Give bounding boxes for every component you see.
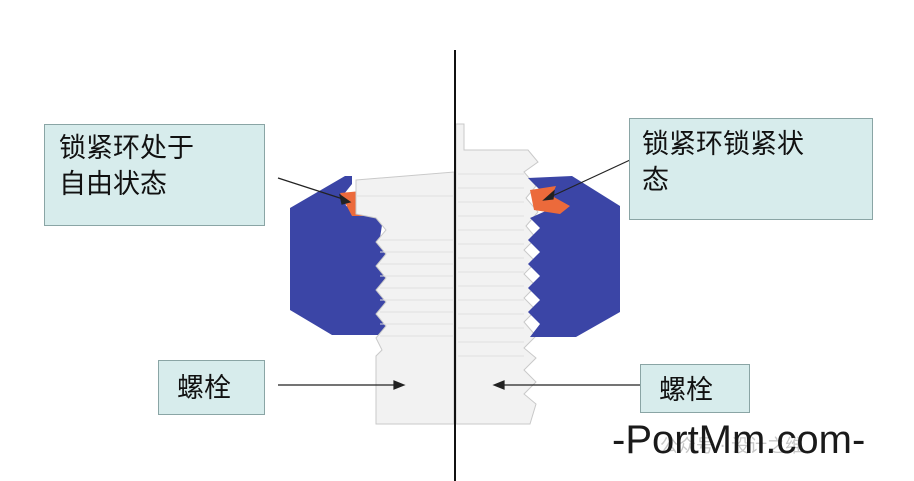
callout-free-state: 锁紧环处于 自由状态 [44, 124, 265, 226]
callout-bolt-right-text: 螺栓 [659, 375, 713, 406]
right-locking-ring [530, 186, 570, 214]
watermark: -PortMm.com- [612, 418, 866, 462]
callout-bolt-right: 螺栓 [640, 364, 750, 413]
watermark-sub: 公众号 · 设计之维 [660, 436, 804, 457]
leader-arrows [277, 159, 640, 390]
callout-locked-state: 锁紧环锁紧状 态 [629, 118, 873, 220]
callout-locked-state-text: 锁紧环锁紧状 态 [642, 129, 804, 196]
callout-bolt-left: 螺栓 [158, 360, 265, 415]
right-bolt-lines [458, 173, 524, 357]
left-bolt-half [355, 171, 455, 425]
callout-bolt-left-text: 螺栓 [177, 373, 231, 404]
left-bolt-lines [356, 195, 454, 337]
callout-free-state-text: 锁紧环处于 自由状态 [59, 133, 194, 200]
right-nut-body [528, 176, 620, 337]
right-bolt-half [455, 123, 539, 425]
